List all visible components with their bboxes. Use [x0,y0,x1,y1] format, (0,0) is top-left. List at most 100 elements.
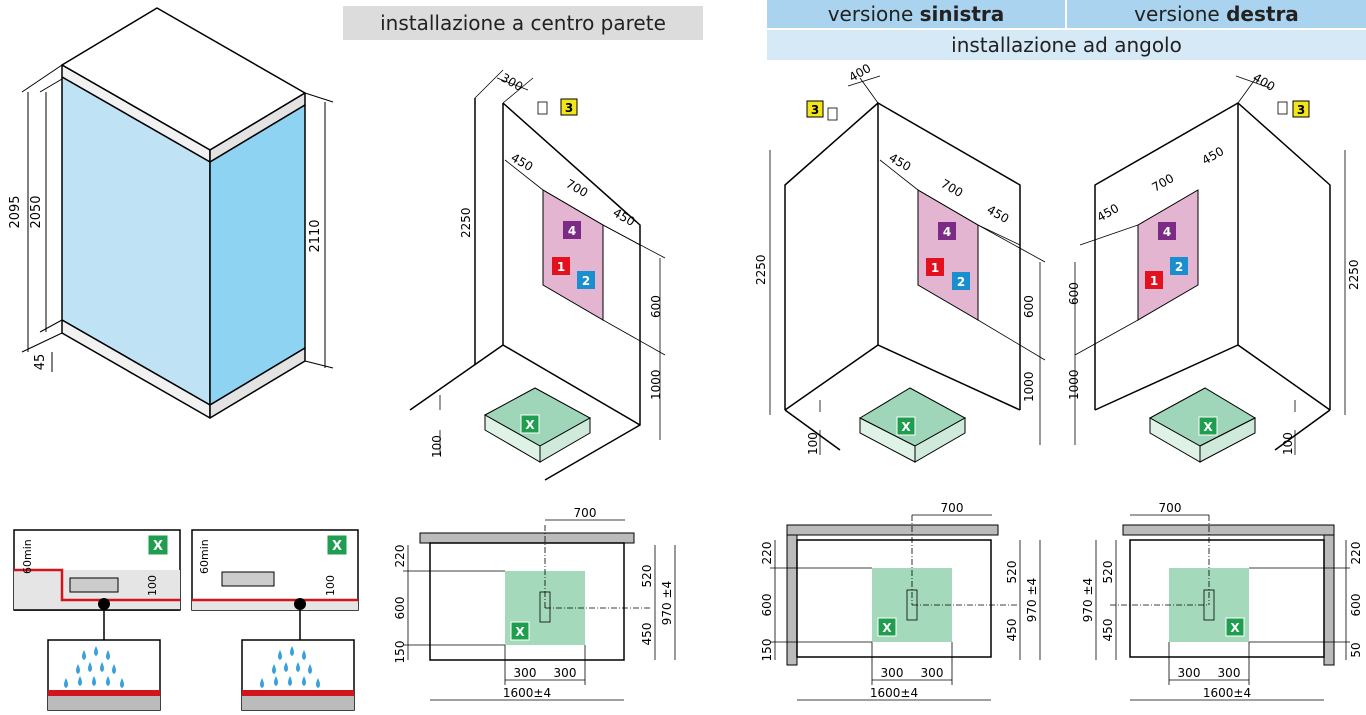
plan-center-total-w: 1600±4 [503,686,551,700]
drain-b-min-label: min [198,539,211,560]
center-zone [542,189,604,321]
plan-center-600: 600 [393,597,407,620]
left-height: 2250 [754,254,768,285]
plan-center-220: 220 [393,545,407,568]
left-floor-height: 1000 [1022,371,1036,402]
header-center-wall-text: installazione a centro parete [380,11,666,35]
right-depth: 400 [1251,70,1278,94]
center-left-offset: 450 [509,150,536,174]
plan-center-total-h: 970 ±4 [660,581,674,625]
cabin-height-right: 2110 [308,219,323,252]
right-left-offset: 450 [1095,201,1122,225]
plan-right-220: 220 [1349,542,1363,565]
plan-center-520: 520 [640,565,654,588]
badge-4-right: 4 [1163,225,1171,239]
left-left-offset: 450 [887,150,914,174]
plan-left-520: 520 [1005,561,1019,584]
right-zone-height: 600 [1067,282,1081,305]
left-zone-height: 600 [1022,295,1036,318]
center-depth: 300 [499,70,526,94]
right-tray-height: 100 [1281,432,1295,455]
plan-left-300a: 300 [881,666,904,680]
plan-right: X 700 220 600 50 520 450 970 ±4 300 300 … [1081,501,1363,701]
plan-right-450: 450 [1101,619,1115,642]
plan-right-total-h: 970 ±4 [1081,578,1095,622]
header-left-version: versione sinistra [767,0,1065,28]
center-width: 700 [564,176,591,200]
plan-center-450: 450 [640,623,654,646]
badge-2-center: 2 [582,274,590,288]
badge-2-right: 2 [1175,260,1183,274]
header-right-prefix: versione [1134,2,1227,26]
plan-left-600: 600 [760,594,774,617]
plan-right-top: 700 [1159,501,1182,515]
plan-left-450: 450 [1005,619,1019,642]
plan-center-top: 700 [574,506,597,520]
plan-left-x-badge: X [882,621,892,635]
drain-b-min-value: 60 [198,560,211,574]
center-floor-height: 1000 [649,369,663,400]
right-zone [1137,189,1199,321]
plan-center-300a: 300 [514,666,537,680]
plan-left-300b: 300 [921,666,944,680]
left-right-offset: 450 [985,202,1012,226]
cabin-height-total: 2095 [8,195,23,228]
plan-right-520: 520 [1101,561,1115,584]
badge-x-left: X [901,420,911,434]
badges: 3 4 1 2 X 3 4 1 2 X 3 4 2 1 X [520,98,1310,436]
drain-b-height: 100 [324,575,337,596]
right-floor-height: 1000 [1067,369,1081,400]
right-corner-iso: 400 2250 450 700 450 600 1000 100 [1067,70,1361,463]
left-depth: 400 [847,61,874,85]
badge-4-left: 4 [943,225,951,239]
right-height: 2250 [1347,259,1361,290]
plan-right-50: 50 [1349,642,1363,657]
badge-4-center: 4 [568,224,576,238]
plan-left-150: 150 [760,639,774,662]
center-height: 2250 [459,207,473,238]
badge-3-right: 3 [1297,103,1305,117]
plan-center-x-badge: X [515,625,525,639]
cabin-isometric [61,7,306,419]
plan-right-300a: 300 [1178,666,1201,680]
plan-right-300b: 300 [1218,666,1241,680]
center-tray-height: 100 [430,435,444,458]
plan-right-600: 600 [1349,594,1363,617]
badge-x-drain-b: X [332,539,342,554]
plan-left-total-w: 1600±4 [870,686,918,700]
drain-detail-a: X 60 min 100 [13,529,181,711]
left-corner-iso: 400 2250 450 700 450 600 1000 100 [754,61,1046,463]
plan-left-220: 220 [760,542,774,565]
header-corner: installazione ad angolo [767,30,1366,60]
center-zone-height: 600 [649,295,663,318]
badge-x-center: X [525,418,535,432]
drain-a-min-value: 60 [21,560,34,574]
drain-detail-b: X 60 min 100 [191,529,359,711]
badge-3-left: 3 [811,103,819,117]
badge-x-right: X [1203,420,1213,434]
badge-1-center: 1 [557,260,565,274]
header-right-version: versione destra [1067,0,1366,28]
header-left-prefix: versione [827,2,920,26]
drain-a-height: 100 [146,575,159,596]
drain-a-min-label: min [21,539,34,560]
header-right-bold: destra [1226,2,1299,26]
right-right-offset: 450 [1200,144,1227,168]
plan-center-300b: 300 [554,666,577,680]
center-right-offset: 450 [611,205,638,229]
plan-left-top: 700 [941,501,964,515]
badge-3-center: 3 [565,101,573,115]
cabin-height-base: 45 [33,354,48,371]
plan-left-total-h: 970 ±4 [1025,578,1039,622]
header-left-bold: sinistra [919,2,1005,26]
right-width: 700 [1150,171,1177,195]
badge-1-right: 1 [1150,274,1158,288]
plan-right-total-w: 1600±4 [1203,686,1251,700]
plan-center-150: 150 [393,641,407,664]
plan-left: X 700 220 600 150 520 450 970 ±4 300 300… [760,501,1041,701]
header-center-wall: installazione a centro parete [343,6,703,40]
badge-1-left: 1 [931,261,939,275]
header-corner-text: installazione ad angolo [951,33,1182,57]
cabin-height-glass: 2050 [29,195,44,228]
